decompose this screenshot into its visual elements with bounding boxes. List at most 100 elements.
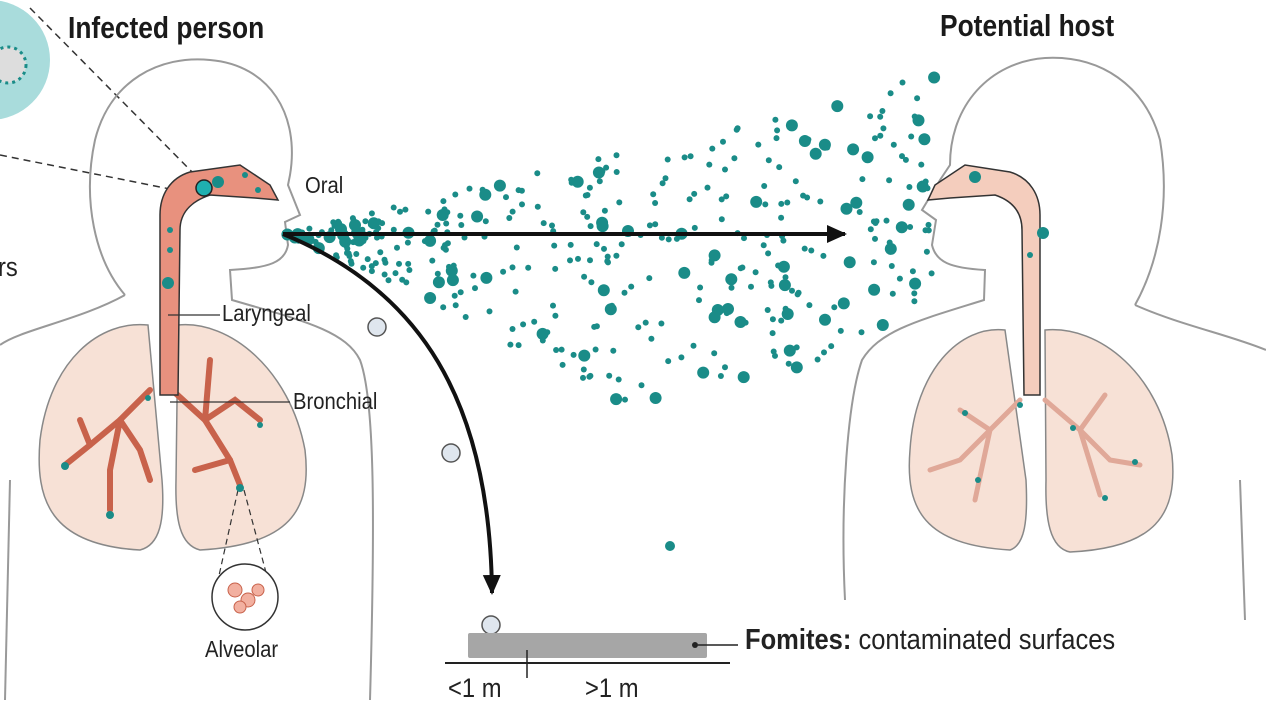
droplet bbox=[969, 171, 981, 183]
droplet bbox=[595, 156, 602, 163]
droplet bbox=[665, 236, 672, 243]
droplet bbox=[503, 194, 509, 201]
droplet bbox=[734, 316, 747, 328]
droplet bbox=[242, 172, 248, 178]
droplet bbox=[513, 244, 520, 251]
droplet bbox=[785, 119, 798, 132]
droplet bbox=[911, 298, 918, 305]
droplet bbox=[571, 175, 584, 188]
droplet bbox=[390, 226, 397, 233]
droplet bbox=[559, 361, 566, 368]
droplet bbox=[570, 351, 577, 358]
droplet bbox=[837, 327, 844, 334]
droplet bbox=[808, 247, 815, 254]
droplet bbox=[434, 221, 441, 228]
droplet bbox=[336, 220, 343, 227]
droplet bbox=[444, 209, 451, 216]
laryngeal-label: Laryngeal bbox=[222, 300, 311, 326]
droplet bbox=[911, 113, 918, 120]
host-outline bbox=[842, 56, 1266, 621]
droplet bbox=[586, 373, 593, 380]
droplet bbox=[379, 220, 386, 227]
droplet bbox=[368, 210, 375, 217]
droplet bbox=[769, 330, 776, 337]
droplet bbox=[375, 225, 382, 232]
droplet bbox=[506, 215, 513, 221]
droplet bbox=[525, 264, 532, 271]
droplet bbox=[861, 151, 874, 164]
droplet bbox=[764, 307, 771, 313]
droplet bbox=[722, 166, 728, 173]
droplet bbox=[610, 393, 623, 406]
droplet bbox=[872, 235, 878, 242]
droplet bbox=[899, 153, 905, 160]
droplet bbox=[443, 220, 450, 227]
droplet bbox=[678, 266, 691, 279]
droplet bbox=[603, 164, 610, 171]
droplet bbox=[610, 347, 617, 354]
droplet bbox=[761, 183, 768, 189]
droplet bbox=[255, 187, 261, 193]
droplet bbox=[687, 153, 694, 160]
droplet bbox=[918, 161, 925, 168]
droplet bbox=[613, 152, 620, 159]
droplet bbox=[681, 154, 688, 161]
droplet bbox=[616, 199, 623, 206]
droplet bbox=[377, 249, 384, 256]
droplet bbox=[750, 195, 763, 208]
droplet bbox=[587, 223, 594, 230]
droplet bbox=[446, 274, 459, 287]
droplet bbox=[665, 358, 672, 365]
droplet bbox=[360, 264, 367, 271]
infected-airway bbox=[159, 164, 280, 396]
droplet bbox=[773, 135, 780, 142]
droplet bbox=[876, 319, 889, 331]
droplet bbox=[500, 268, 507, 275]
droplet bbox=[886, 177, 893, 184]
droplet bbox=[723, 193, 730, 200]
droplet bbox=[847, 143, 860, 156]
droplet bbox=[1102, 495, 1108, 501]
droplet bbox=[601, 207, 608, 214]
droplet bbox=[596, 220, 609, 233]
virus-magnifier-icon bbox=[0, 0, 201, 191]
droplet bbox=[697, 284, 704, 291]
droplet bbox=[925, 221, 932, 228]
droplet bbox=[789, 287, 795, 294]
droplet bbox=[720, 138, 726, 145]
droplet bbox=[690, 342, 697, 349]
droplet bbox=[706, 161, 713, 168]
droplet bbox=[662, 175, 669, 182]
droplet bbox=[824, 144, 831, 151]
infected-person-title: Infected person bbox=[68, 10, 265, 45]
contaminated-surface bbox=[468, 633, 707, 658]
droplet bbox=[742, 319, 749, 326]
droplet bbox=[587, 257, 593, 264]
droplet bbox=[403, 279, 410, 286]
droplet bbox=[804, 194, 811, 201]
droplet bbox=[567, 257, 573, 264]
droplet bbox=[899, 79, 906, 86]
droplet bbox=[482, 218, 489, 225]
droplet bbox=[635, 324, 642, 331]
droplet bbox=[778, 214, 785, 221]
droplet bbox=[704, 184, 711, 191]
droplet bbox=[534, 170, 541, 177]
droplet bbox=[733, 126, 740, 133]
droplet bbox=[367, 221, 374, 228]
droplet bbox=[778, 317, 785, 324]
droplet bbox=[549, 222, 555, 229]
large-droplets bbox=[367, 317, 501, 635]
droplet bbox=[868, 283, 881, 296]
droplet bbox=[765, 157, 772, 164]
droplet bbox=[106, 511, 114, 519]
droplet bbox=[762, 201, 769, 208]
droplet bbox=[257, 422, 263, 428]
droplet bbox=[452, 302, 459, 309]
droplet bbox=[381, 271, 388, 278]
droplet bbox=[167, 227, 173, 233]
far-distance-label: >1 m bbox=[585, 673, 639, 703]
droplet bbox=[466, 185, 473, 192]
droplet bbox=[601, 245, 607, 252]
droplet bbox=[748, 283, 754, 290]
